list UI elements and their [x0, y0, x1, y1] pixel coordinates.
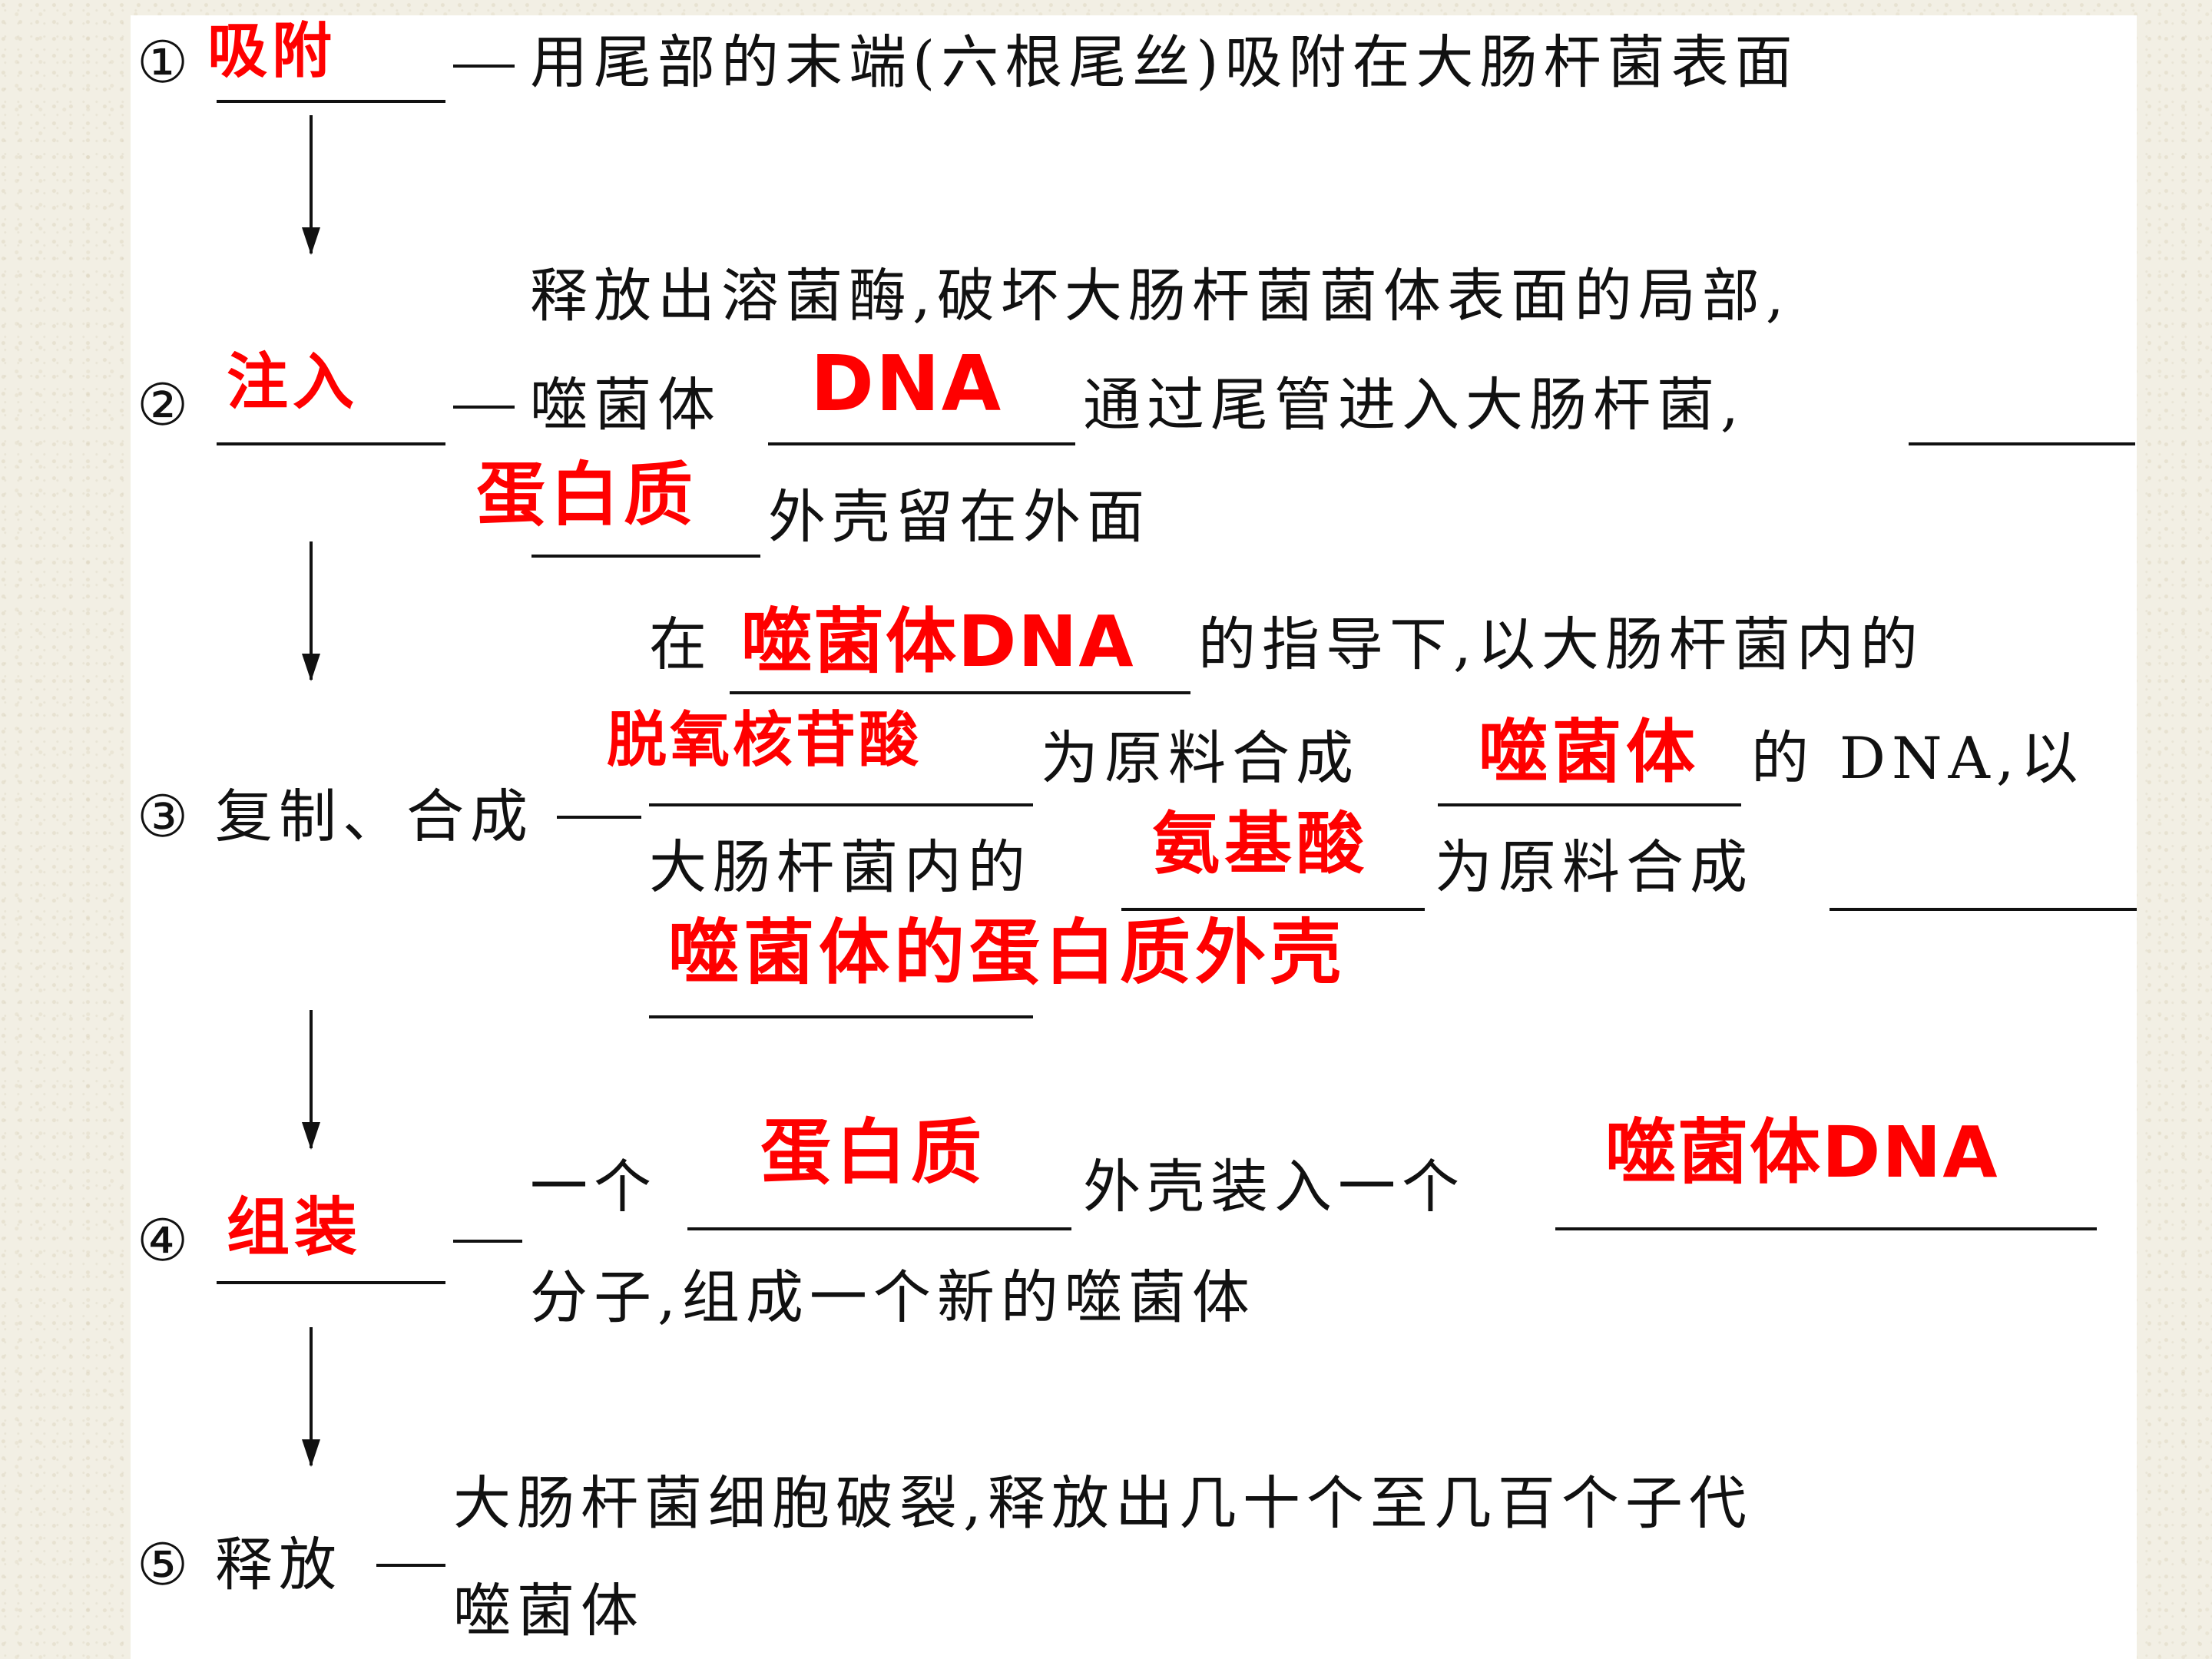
step1-description: 用尾部的末端(六根尾丝)吸附在大肠杆菌表面: [530, 28, 1799, 96]
step3-text-under: 在: [649, 611, 714, 678]
step2-protein-underline-part1: [1909, 442, 2135, 445]
step3-text-raw-material-1: 为原料合成: [1041, 724, 1360, 792]
step3-protein-shell-underline-part1: [1830, 908, 2137, 911]
step4-answer-underline: [217, 1281, 445, 1284]
step3-text-dna-with: 的 DNA,以: [1751, 724, 2085, 792]
arrow-2-to-3: [302, 541, 320, 681]
step1-marker: ①: [137, 28, 195, 96]
step3-text-guidance: 的指导下,以大肠杆菌内的: [1198, 611, 1924, 678]
step5-stage-label: 释放: [215, 1531, 343, 1598]
step3-text-raw-material-2: 为原料合成: [1435, 833, 1754, 901]
step3-phage-underline: [1438, 803, 1741, 806]
step3-answer-phage-protein-shell: 噬菌体的蛋白质外壳: [668, 912, 1346, 994]
step4-answer-assembly: 组装: [227, 1191, 363, 1264]
arrow-1-to-2: [302, 115, 320, 255]
step3-protein-shell-underline-part2: [649, 1015, 1033, 1018]
step3-answer-phage: 噬菌体: [1479, 712, 1700, 793]
arrow-3-to-4: [302, 1010, 320, 1150]
step3-answer-phage-dna: 噬菌体DNA: [741, 601, 1135, 683]
step5-dash: [376, 1564, 445, 1567]
step3-deoxynucleotide-underline: [649, 803, 1033, 806]
arrow-4-to-5: [302, 1327, 320, 1467]
step2-text-phage: 噬菌体: [530, 371, 722, 439]
step3-dash: [557, 816, 641, 819]
step2-dash: [453, 406, 515, 409]
step2-marker: ②: [137, 371, 195, 439]
step5-description-line1: 大肠杆菌细胞破裂,释放出几十个至几百个子代: [453, 1469, 1753, 1537]
step2-answer-underline: [217, 442, 445, 445]
step1-answer-adsorption: 吸附: [207, 17, 337, 86]
step2-protein-underline-part2: [531, 555, 760, 558]
step2-text-tail-tube: 通过尾管进入大肠杆菌,: [1083, 371, 1745, 439]
step4-protein-underline: [687, 1227, 1071, 1230]
content-panel: [131, 15, 2137, 1659]
step4-marker: ④: [137, 1207, 195, 1274]
step3-text-ecoli-inside: 大肠杆菌内的: [649, 833, 1032, 901]
step2-answer-injection: 注入: [227, 346, 359, 418]
step1-answer-underline: [217, 100, 445, 103]
step2-description-line1: 释放出溶菌酶,破坏大肠杆菌菌体表面的局部,: [530, 262, 1790, 329]
step2-answer-dna: DNA: [810, 339, 1003, 429]
step2-answer-protein: 蛋白质: [476, 455, 697, 535]
step3-answer-amino-acid: 氨基酸: [1152, 804, 1369, 883]
step5-description-line2: 噬菌体: [453, 1577, 645, 1644]
step4-text-new-phage: 分子,组成一个新的噬菌体: [530, 1263, 1256, 1331]
step4-answer-phage-dna: 噬菌体DNA: [1605, 1111, 1999, 1194]
step3-amino-acid-underline: [1121, 908, 1425, 911]
step3-marker: ③: [137, 783, 195, 850]
step4-text-one: 一个: [530, 1153, 658, 1220]
step1-dash: [453, 65, 515, 68]
step3-answer-deoxynucleotide: 脱氧核苷酸: [607, 706, 922, 775]
step2-text-shell-outside: 外壳留在外面: [768, 483, 1151, 551]
step4-answer-protein: 蛋白质: [760, 1111, 987, 1194]
step3-stage-label: 复制、合成: [215, 783, 535, 850]
step3-phage-dna-underline: [730, 691, 1190, 694]
step2-dna-underline: [768, 442, 1075, 445]
step4-text-shell-into: 外壳装入一个: [1083, 1153, 1466, 1220]
step5-marker: ⑤: [137, 1531, 195, 1598]
step4-phage-dna-underline: [1555, 1227, 2097, 1230]
step4-dash: [453, 1240, 522, 1243]
